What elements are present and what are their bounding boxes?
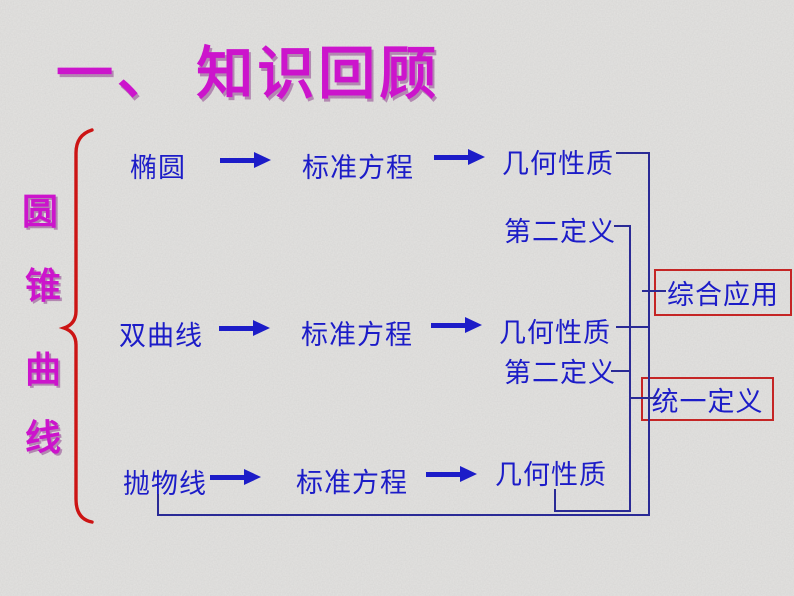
node-parabola: 抛物线 <box>123 469 207 499</box>
slide-title: 一、 知识回顾 <box>56 43 441 106</box>
node-second-definition: 第二定义 <box>504 217 616 247</box>
arrow-right-icon <box>426 466 477 482</box>
connector-properties3-drop <box>554 489 556 512</box>
connector-to-comprehensive-box <box>642 290 666 292</box>
connector-parabola-drop <box>157 494 159 516</box>
node-geometric-properties: 几何性质 <box>502 149 614 179</box>
comprehensive-application-label: 综合应用 <box>667 280 779 310</box>
node-standard-equation: 标准方程 <box>302 153 414 183</box>
unified-definition-label: 统一定义 <box>651 386 764 417</box>
connector-properties1-to-vertical <box>616 152 650 154</box>
arrow-right-icon <box>431 317 482 333</box>
brace-icon <box>58 128 94 524</box>
connector-properties3-horizontal <box>554 510 631 512</box>
connector-seconddef2-to-vertical <box>611 370 631 372</box>
node-ellipse: 椭圆 <box>130 153 186 183</box>
connector-inner-vertical <box>629 225 631 512</box>
node-hyperbola: 双曲线 <box>119 321 203 351</box>
node-standard-equation: 标准方程 <box>301 320 413 350</box>
comprehensive-application-box: 综合应用 <box>654 269 792 316</box>
unified-definition-box: 统一定义 <box>641 377 774 421</box>
node-geometric-properties: 几何性质 <box>499 318 611 348</box>
arrow-right-icon <box>219 320 270 336</box>
arrow-right-icon <box>220 152 271 168</box>
side-label-char: 线 <box>25 418 62 458</box>
arrow-right-icon <box>434 149 485 165</box>
side-label-char: 锥 <box>25 266 62 306</box>
side-label-char: 圆 <box>22 192 59 232</box>
side-label-char: 曲 <box>25 350 62 390</box>
node-geometric-properties: 几何性质 <box>495 460 607 490</box>
node-second-definition: 第二定义 <box>504 358 616 388</box>
connector-seconddef1-to-vertical <box>614 225 631 227</box>
connector-parabola-horizontal <box>157 514 650 516</box>
connector-to-unified-box <box>629 397 658 399</box>
connector-outer-vertical <box>648 152 650 516</box>
connector-properties2-to-vertical <box>616 326 650 328</box>
arrow-right-icon <box>210 469 261 485</box>
node-standard-equation: 标准方程 <box>296 468 408 498</box>
